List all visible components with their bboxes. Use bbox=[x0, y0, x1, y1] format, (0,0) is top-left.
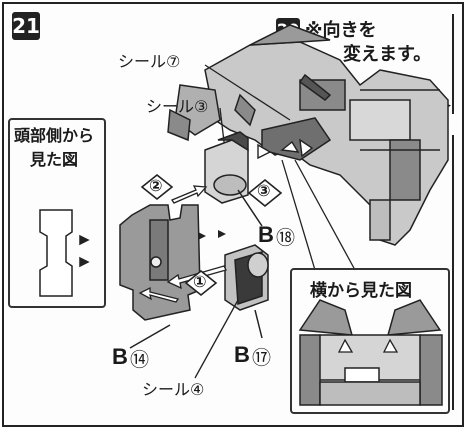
part-b17-number: ⑰ bbox=[252, 347, 272, 369]
part-b18 bbox=[204, 131, 263, 227]
part-b14-letter: B bbox=[112, 344, 128, 369]
order-marker-3: ③ bbox=[257, 181, 271, 200]
head-side-view-title-line2: 見た図 bbox=[30, 150, 79, 169]
part-b14 bbox=[119, 204, 201, 349]
part-b18-letter: B bbox=[258, 222, 274, 247]
leader-sticker-7 bbox=[204, 64, 291, 121]
arrow-inset-icon bbox=[138, 286, 180, 303]
part-b18-number: ⑱ bbox=[276, 227, 296, 249]
part-b17-letter: B bbox=[234, 342, 250, 367]
sticker-3-label: シール③ bbox=[146, 97, 209, 116]
right-edge-divider bbox=[452, 14, 454, 114]
leader-side-view-2 bbox=[281, 159, 316, 271]
sticker-7-label: シール⑦ bbox=[118, 52, 181, 71]
order-marker-1: ① bbox=[193, 272, 207, 291]
orientation-note-line1: ※向きを bbox=[305, 20, 377, 41]
sticker-spots bbox=[257, 138, 314, 160]
side-view-inset bbox=[290, 268, 450, 414]
part-b17 bbox=[224, 244, 269, 339]
side-view-title: 横から見た図 bbox=[310, 281, 412, 301]
part-b14-number: ⑭ bbox=[130, 349, 150, 371]
arrow-2-icon bbox=[171, 185, 208, 204]
head-side-view-title-line1: 頭部側から bbox=[14, 126, 95, 145]
side-view-drawing bbox=[298, 299, 443, 406]
sticker-4-label: シール④ bbox=[142, 380, 205, 399]
right-edge-divider-lower bbox=[452, 135, 454, 410]
order-diamonds bbox=[140, 173, 283, 297]
head-side-view-inset bbox=[8, 118, 106, 308]
pointer-ticks bbox=[198, 230, 226, 240]
body-mechanism bbox=[167, 24, 449, 246]
step-number-current: 21 bbox=[12, 12, 40, 40]
head-side-drawing bbox=[39, 209, 90, 297]
leader-side-view bbox=[294, 159, 356, 271]
order-marker-2: ② bbox=[149, 176, 163, 195]
orientation-note-line2: 変えます。 bbox=[343, 44, 432, 65]
side-view-sticker-spots bbox=[337, 338, 399, 353]
leader-sticker-4 bbox=[194, 299, 239, 379]
